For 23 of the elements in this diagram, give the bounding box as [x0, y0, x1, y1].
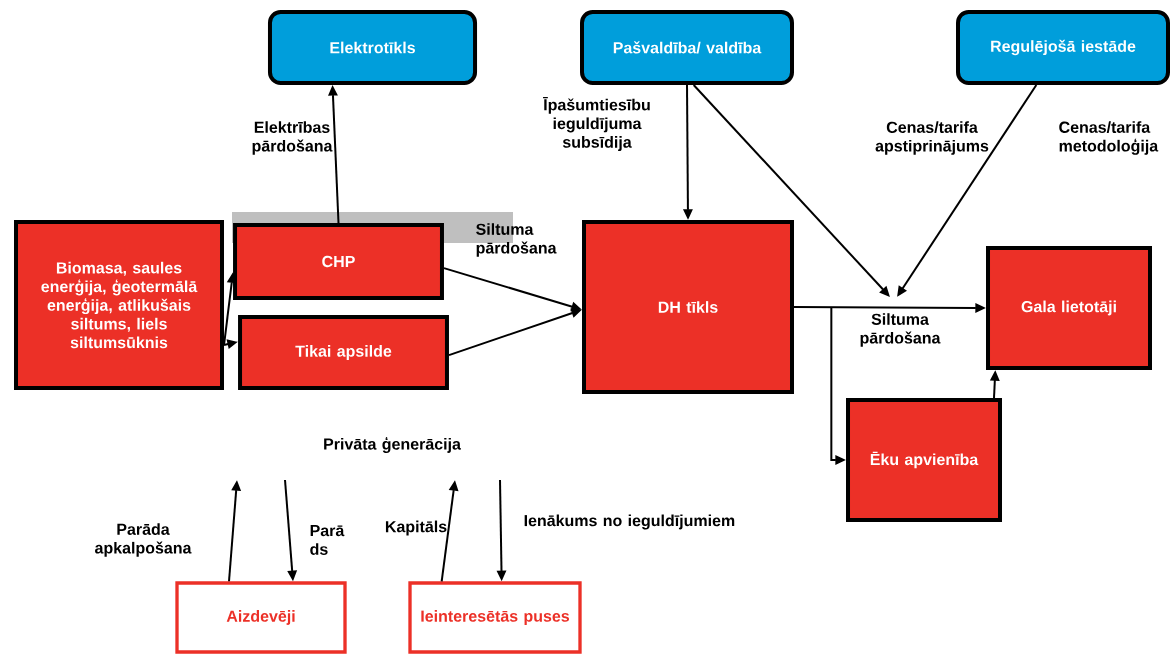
process-box: DH tīkls [582, 220, 794, 394]
rounded-box: Regulējošā iestāde [956, 10, 1170, 85]
outlined-box: Ieinteresētās puses [408, 581, 582, 654]
edge-label: Siltuma pārdošana [476, 223, 557, 257]
process-box: Gala lietotāji [986, 246, 1152, 370]
edge-label: Siltuma pārdošana [860, 313, 941, 347]
process-box: Tikai apsilde [238, 315, 449, 390]
process-box: Biomasa, saules enerģija, ģeotermālā enerģija, atlikušais siltums, liels siltumsūknis [14, 220, 224, 390]
label: Cenas/tarifa metodoloģija [1059, 121, 1159, 155]
edge-label: Elektrības pārdošana [252, 121, 333, 155]
edge-label: Īpašumtiesību ieguldījuma subsīdija [543, 97, 650, 151]
rounded-box: Pašvaldība/ valdība [580, 10, 794, 85]
edge-label: Ienākums no ieguldījumiem [524, 514, 735, 530]
outlined-box: Aizdevēji [175, 581, 347, 654]
edge-label: Kapitāls [385, 520, 447, 536]
process-box: Ēku apvienība [846, 398, 1002, 522]
arrow [692, 83, 890, 297]
edge-label: Parā ds [310, 525, 345, 555]
process-box: CHP [233, 222, 444, 301]
label: Cenas/tarifa apstiprinājums [875, 121, 989, 155]
label: Privāta ģenerācija [324, 437, 461, 453]
edge-label: Parāda apkalpošana [95, 523, 192, 557]
rounded-box: Elektrotīkls [268, 10, 478, 85]
